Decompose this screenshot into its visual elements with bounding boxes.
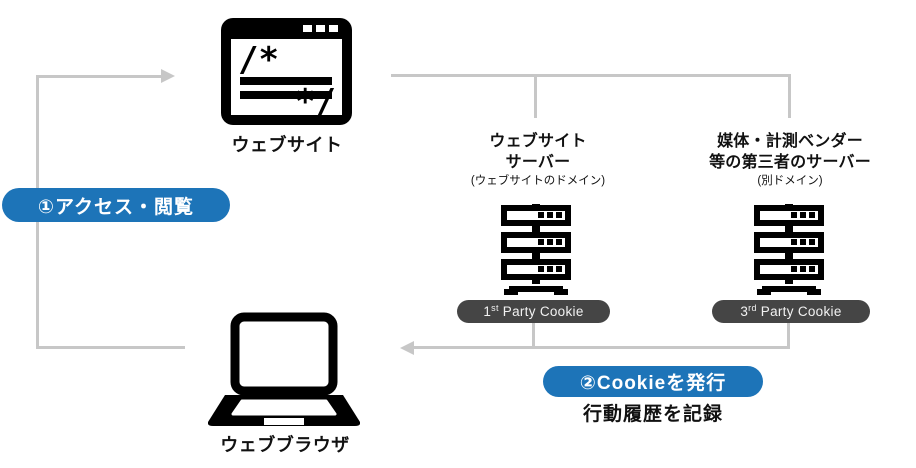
third-party-server-subtitle: (別ドメイン) — [757, 175, 823, 187]
step1-pill: ①アクセス・閲覧 — [2, 188, 230, 222]
connector-rise-third-party — [787, 323, 790, 349]
first-party-server-icon — [500, 204, 572, 296]
connector-bottom-horizontal — [414, 346, 790, 349]
arrowhead-left-icon — [400, 341, 414, 355]
connector-left-bottom-horizontal — [36, 346, 185, 349]
first-party-server-title: ウェブサイト サーバー (ウェブサイトのドメイン) — [448, 131, 628, 189]
connector-drop-first-party — [534, 74, 537, 118]
website-label: ウェブサイト — [231, 135, 343, 155]
first-party-badge-sup: st — [491, 303, 499, 313]
website-icon: /* */ — [218, 15, 355, 128]
first-party-badge-num: 1 — [483, 304, 492, 319]
first-party-server-title-line2: サーバー — [505, 154, 571, 171]
third-party-badge-sup: rd — [748, 303, 757, 313]
third-party-server-title-line2: 等の第三者のサーバー — [709, 154, 871, 171]
first-party-badge-text: Party Cookie — [502, 304, 584, 319]
svg-text:/*: /* — [238, 40, 279, 80]
laptop-icon — [208, 312, 360, 430]
first-party-server-title-line1: ウェブサイト — [489, 133, 587, 150]
first-party-server-subtitle: (ウェブサイトのドメイン) — [470, 175, 606, 187]
third-party-badge-num: 3 — [740, 304, 749, 319]
step2-note: 行動履歴を記録 — [582, 404, 723, 425]
connector-rise-first-party — [532, 323, 535, 349]
svg-text:*/: */ — [295, 82, 336, 122]
third-party-server-title: 媒体・計測ベンダー 等の第三者のサーバー (別ドメイン) — [695, 131, 885, 189]
third-party-badge-text: Party Cookie — [760, 304, 842, 319]
connector-drop-third-party — [788, 74, 791, 118]
step2-pill: ②Cookieを発行 — [543, 366, 763, 397]
connector-top-horizontal — [391, 74, 791, 77]
connector-left-top-horizontal — [36, 75, 162, 78]
third-party-server-title-line1: 媒体・計測ベンダー — [717, 133, 863, 150]
arrowhead-right-icon — [161, 69, 175, 83]
browser-label: ウェブブラウザ — [220, 435, 350, 455]
third-party-server-icon — [753, 204, 825, 296]
